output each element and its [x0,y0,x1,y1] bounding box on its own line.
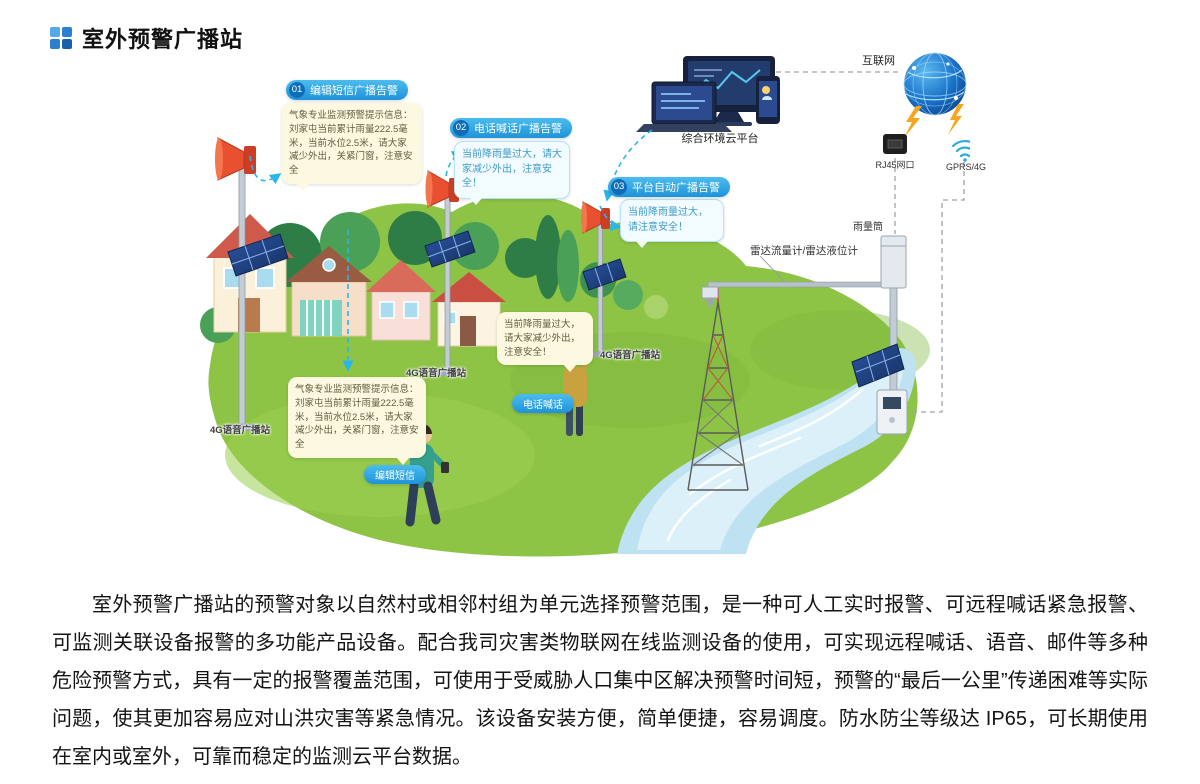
broadcast-pole-2 [424,170,476,376]
phone-icon [441,462,449,473]
callout-01: 01 编辑短信广播告警 [286,80,408,100]
rj45-device-icon [883,134,907,154]
page-header: 室外预警广播站 [50,22,243,54]
lightning-icons [904,104,964,138]
label-cloud-platform: 综合环境云平台 [681,133,759,145]
monitoring-station [701,235,908,435]
bubble-call-alert: 当前降雨量过大，请大家减少外出，注意安全！ [454,141,570,204]
gprs-wifi-icon [951,139,970,162]
callout-02: 02 电话喊话广播告警 [450,118,572,138]
callout-02-number: 02 [453,120,469,136]
lattice-tower [687,288,749,491]
label-rain-gauge: 雨量筒 [853,222,883,233]
diagram-scene: 01 编辑短信广播告警 02 电话喊话广播告警 03 平台自动广播告警 气象专业… [200,50,986,560]
label-station-2: 4G语音广播站 [406,368,467,379]
bubble-person-sms: 气象专业监测预警提示信息：刘家屯当前累计雨量222.5毫米，当前水位2.5米，请… [288,377,426,465]
bubble-platform-alert: 当前降雨量过大，请注意安全！ [620,199,724,248]
radar-arm [707,281,893,288]
label-radar: 雷达流量计/雷达液位计 [750,245,858,257]
brand-squares-icon [50,27,72,49]
speaker-icon [601,208,610,229]
control-box-icon [876,389,908,435]
callout-03-number: 03 [611,179,627,195]
tag-phone-call: 电话喊话 [512,394,574,413]
tag-edit-sms: 编辑短信 [364,465,426,484]
callout-01-label: 编辑短信广播告警 [310,85,398,97]
bubble-person-call: 当前降雨量过大，请大家减少外出，注意安全！ [497,312,593,373]
network-links [776,71,965,413]
callout-02-label: 电话喊话广播告警 [474,123,562,135]
rain-gauge-icon [880,235,907,289]
label-gprs: GPRS/4G [945,162,986,172]
callout-03: 03 平台自动广播告警 [608,177,730,197]
internet-globe-icon [903,52,967,116]
label-internet: 互联网 [862,55,895,67]
callout-01-number: 01 [289,82,305,98]
broadcast-pole-3 [581,201,627,357]
river [617,348,916,554]
label-rj45: RJ45网口 [875,160,915,170]
radar-sensor-icon [701,286,719,299]
callout-03-label: 平台自动广播告警 [632,182,720,194]
cloud-platform-devices [636,56,780,132]
page-title: 室外预警广播站 [82,27,244,52]
solar-panel-icon [582,258,627,291]
label-station-3: 4G语音广播站 [600,350,661,361]
label-station-1: 4G语音广播站 [210,425,271,436]
bubble-sms-alert: 气象专业监测预警提示信息：刘家屯当前累计雨量222.5毫米，当前水位2.5米，请… [282,103,422,191]
product-description: 室外预警广播站的预警对象以自然村或相邻村组为单元选择预警范围，是一种可人工实时报… [52,594,1148,768]
radar-label-leader [759,255,786,283]
